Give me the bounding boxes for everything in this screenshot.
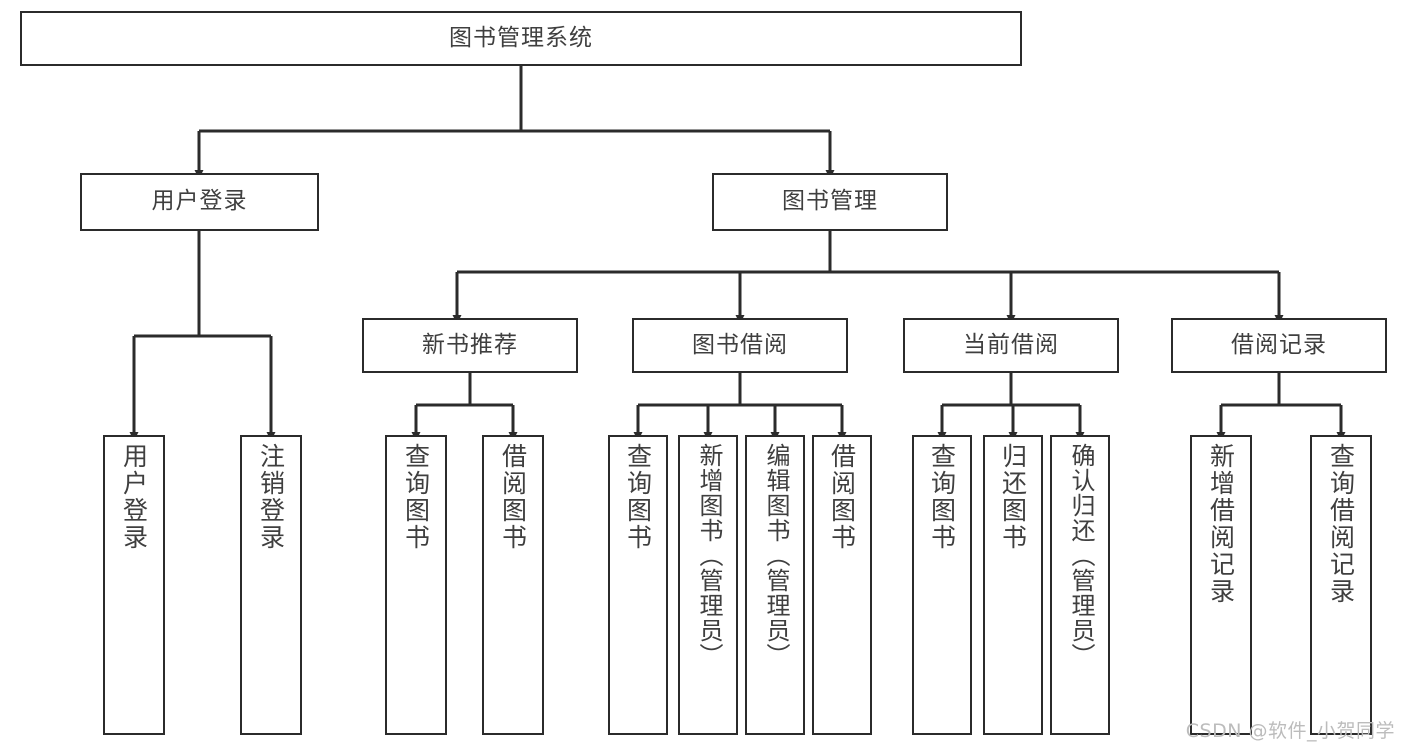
node-leaf-query-book-rec[interactable]: 查询图书 xyxy=(385,435,447,735)
node-label: 图书管理 xyxy=(782,188,878,215)
node-leaf-return-book[interactable]: 归还图书 xyxy=(983,435,1043,735)
node-label: 借阅图书 xyxy=(827,443,857,551)
node-label: 注销登录 xyxy=(256,443,286,551)
node-borrow-record[interactable]: 借阅记录 xyxy=(1171,318,1387,373)
node-leaf-confirm-return-admin[interactable]: 确认归还（管理员） xyxy=(1050,435,1110,735)
node-leaf-query-book-current[interactable]: 查询图书 xyxy=(912,435,972,735)
node-leaf-user-logout[interactable]: 注销登录 xyxy=(240,435,302,735)
node-label: 图书借阅 xyxy=(692,331,788,358)
node-label: 新增借阅记录 xyxy=(1206,443,1236,605)
node-leaf-add-borrow-record[interactable]: 新增借阅记录 xyxy=(1190,435,1252,735)
node-label: 用户登录 xyxy=(151,188,248,215)
node-user-login[interactable]: 用户登录 xyxy=(80,173,319,231)
node-book-manage[interactable]: 图书管理 xyxy=(712,173,948,231)
node-label: 查询图书 xyxy=(401,443,431,551)
node-label: 图书管理系统 xyxy=(449,24,593,51)
node-label: 新增图书（管理员） xyxy=(694,443,723,668)
node-label: 查询图书 xyxy=(927,443,957,551)
node-label: 新书推荐 xyxy=(422,331,518,358)
node-label: 查询借阅记录 xyxy=(1326,443,1356,605)
node-book-borrow[interactable]: 图书借阅 xyxy=(632,318,848,373)
node-leaf-user-login[interactable]: 用户登录 xyxy=(103,435,165,735)
node-leaf-add-book-admin[interactable]: 新增图书（管理员） xyxy=(678,435,738,735)
node-leaf-query-book-borrow[interactable]: 查询图书 xyxy=(608,435,668,735)
node-leaf-borrow-book[interactable]: 借阅图书 xyxy=(812,435,872,735)
node-label: 借阅记录 xyxy=(1231,331,1327,358)
node-label: 借阅图书 xyxy=(498,443,528,551)
node-label: 当前借阅 xyxy=(963,331,1059,358)
node-label: 查询图书 xyxy=(623,443,653,551)
watermark-text: CSDN @软件_小贺同学 xyxy=(1185,720,1395,742)
node-leaf-edit-book-admin[interactable]: 编辑图书（管理员） xyxy=(745,435,805,735)
node-current-borrow[interactable]: 当前借阅 xyxy=(903,318,1119,373)
node-label: 用户登录 xyxy=(119,443,149,551)
node-new-book-recommend[interactable]: 新书推荐 xyxy=(362,318,578,373)
node-leaf-borrow-book-rec[interactable]: 借阅图书 xyxy=(482,435,544,735)
node-label: 编辑图书（管理员） xyxy=(761,443,790,668)
node-leaf-query-borrow-record[interactable]: 查询借阅记录 xyxy=(1310,435,1372,735)
node-root[interactable]: 图书管理系统 xyxy=(20,11,1022,66)
node-label: 归还图书 xyxy=(998,443,1028,551)
node-label: 确认归还（管理员） xyxy=(1066,443,1095,668)
